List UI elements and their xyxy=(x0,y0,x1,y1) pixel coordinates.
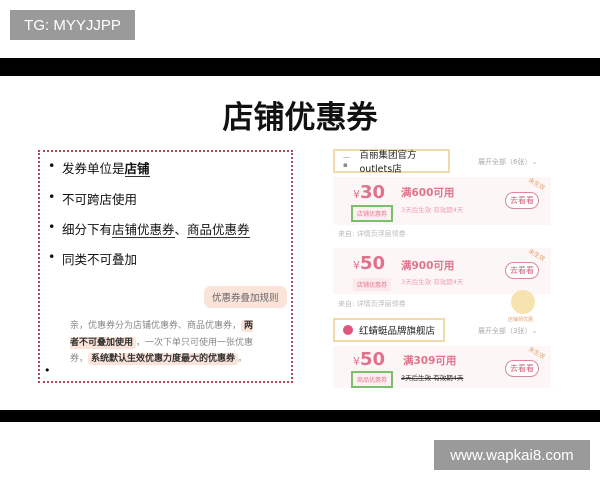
rules-message: 亲，优惠券分为店铺优惠券、商品优惠券，两者不可叠加使用，一次下单只可使用一张优惠… xyxy=(70,320,254,365)
coupon-card-2: ¥50 店铺优惠券 满900可用 3天后生效 有效期4天 去看看 未生效 xyxy=(333,248,551,294)
coupon-validity: 3天后生效 有效期4天 xyxy=(401,374,464,382)
coupon-validity: 3天后生效 有效期4天 xyxy=(401,278,464,286)
not-active-badge: 未生效 xyxy=(526,176,547,192)
empty-bullet: • xyxy=(44,364,51,377)
view-button[interactable]: 去看看 xyxy=(505,360,539,377)
rules-box: 发券单位是店铺 不可跨店使用 细分下有店铺优惠券、商品优惠券 同类不可叠加 优惠… xyxy=(38,150,293,383)
view-button[interactable]: 去看看 xyxy=(505,192,539,209)
coupon-tag: 店铺优惠券 xyxy=(351,205,394,222)
view-button[interactable]: 去看看 xyxy=(505,262,539,279)
coupon-source: 来自: 详情页浮层领券 xyxy=(338,300,406,308)
coupon-condition: 满900可用 xyxy=(401,260,455,272)
bullet-1: 发券单位是店铺 xyxy=(48,158,150,177)
bottom-black-bar xyxy=(0,410,600,422)
bullet-3: 细分下有店铺优惠券、商品优惠券 xyxy=(48,219,250,238)
slide-title: 店铺优惠券 xyxy=(222,100,378,136)
coupon-condition: 满600可用 xyxy=(401,187,455,199)
mascot-label: 店铺领优惠 xyxy=(508,317,534,323)
store-header-2[interactable]: 红蜻蜓品牌旗舰店 xyxy=(333,318,445,342)
coupon-card-3: ¥50 商品优惠券 满309可用 3天后生效 有效期4天 去看看 未生效 xyxy=(333,346,551,388)
stacking-rules-chip[interactable]: 优惠券叠加规则 xyxy=(204,286,287,308)
store-header-1[interactable]: —▪百丽集团官方outlets店 xyxy=(333,149,450,175)
expand-all-2[interactable]: 展开全部（3张）⌄ xyxy=(478,327,538,335)
watermark-bottom: www.wapkai8.com xyxy=(434,440,590,470)
coupon-condition: 满309可用 xyxy=(403,355,457,367)
coupon-tag: 店铺优惠券 xyxy=(353,278,392,291)
expand-all-1[interactable]: 展开全部（6张）⌄ xyxy=(478,158,538,166)
mascot-icon[interactable] xyxy=(511,290,535,314)
not-active-badge: 未生效 xyxy=(526,345,547,361)
coupon-validity: 3天后生效 有效期4天 xyxy=(401,206,464,214)
top-black-bar xyxy=(0,58,600,76)
store-logo-icon xyxy=(343,325,353,335)
coupon-source: 来自: 详情页浮层领券 xyxy=(338,230,406,238)
not-active-badge: 未生效 xyxy=(526,247,547,263)
coupon-tag: 商品优惠券 xyxy=(351,371,394,388)
store-logo-icon: —▪ xyxy=(343,153,350,169)
bullet-2: 不可跨店使用 xyxy=(48,189,137,208)
watermark-top: TG: MYYJJPP xyxy=(10,10,135,40)
coupon-card-1: ¥30 店铺优惠券 满600可用 3天后生效 有效期4天 去看看 未生效 xyxy=(333,177,551,225)
bullet-4: 同类不可叠加 xyxy=(48,249,137,268)
